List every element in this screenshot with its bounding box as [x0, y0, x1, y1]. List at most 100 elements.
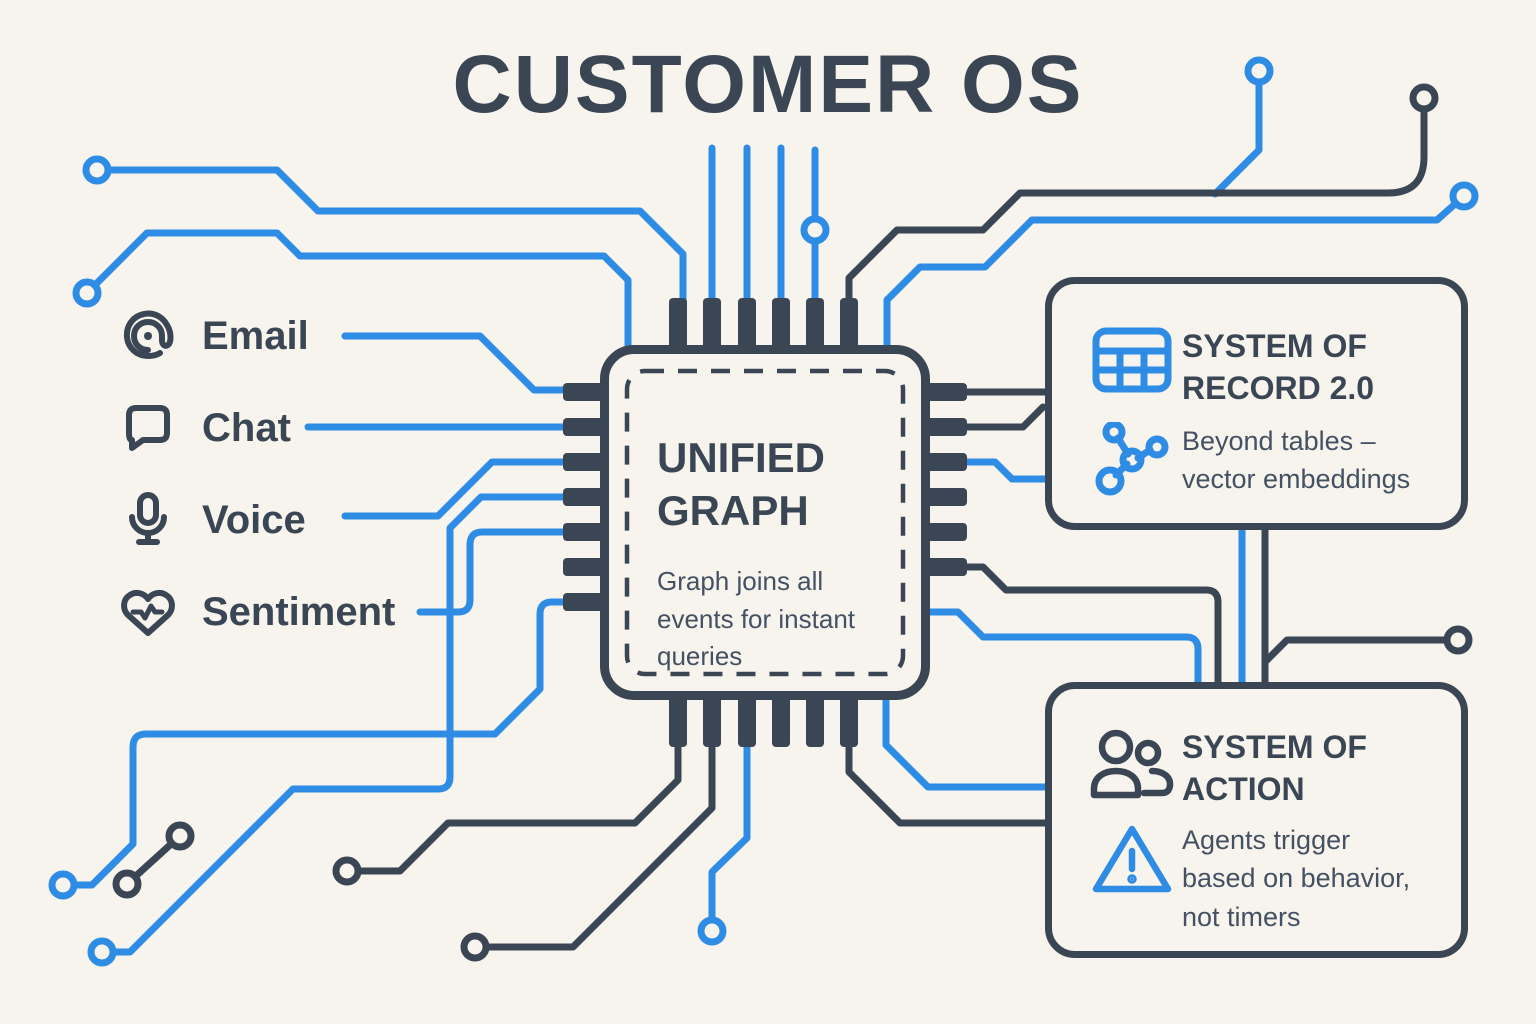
pin-top	[703, 298, 721, 349]
trace-chip-bottom-blue	[708, 741, 751, 923]
action-box-description: Agents trigger based on behavior, not ti…	[1182, 821, 1410, 936]
node-blue	[697, 916, 727, 946]
pin-bottom	[840, 696, 858, 747]
channel-sentiment: Sentiment	[112, 576, 395, 648]
system-of-action-box: SYSTEM OF ACTION Agents trigger based on…	[1045, 682, 1468, 958]
warning-triangle-icon	[1082, 821, 1182, 897]
chip-dashed-border	[624, 368, 906, 677]
chip-title: UNIFIED GRAPH	[657, 432, 887, 537]
pin-right	[926, 383, 967, 401]
node-blue	[87, 937, 117, 967]
unified-graph-chip: UNIFIED GRAPH Graph joins all events for…	[600, 345, 930, 700]
trace-voice	[341, 458, 569, 520]
action-title-line2: ACTION	[1182, 770, 1305, 807]
channel-label: Voice	[202, 497, 306, 542]
pin-top	[840, 298, 858, 349]
trace-sentiment	[416, 528, 569, 616]
node-dark	[1443, 625, 1473, 655]
circuit-nodes	[48, 56, 1479, 967]
pin-left	[563, 488, 604, 506]
action-title-line1: SYSTEM OF	[1182, 729, 1367, 765]
channel-label: Chat	[202, 405, 291, 450]
pin-bottom	[806, 696, 824, 747]
pin-left	[563, 453, 604, 471]
system-of-record-box: SYSTEM OF RECORD 2.0 Beyond tables – vec…	[1045, 277, 1468, 530]
node-dark	[112, 869, 142, 899]
trace-chip-to-action-left	[882, 696, 1049, 791]
at-icon	[112, 300, 184, 372]
trace-top-node-stub	[1211, 81, 1263, 198]
trace-action-node-branch	[1261, 636, 1450, 666]
chat-bubble-icon	[112, 392, 184, 464]
node-dark	[165, 821, 195, 851]
table-icon	[1082, 326, 1182, 394]
trace-chip-bottom-3	[845, 741, 1049, 827]
pin-left	[563, 383, 604, 401]
node-dark	[460, 932, 490, 962]
channel-chat: Chat	[112, 392, 291, 464]
node-dark	[332, 856, 362, 886]
microphone-icon	[112, 484, 184, 556]
node-blue	[82, 155, 112, 185]
pin-bottom	[738, 696, 756, 747]
chip-pins	[563, 298, 967, 747]
record-desc-line2: vector embeddings	[1182, 464, 1411, 495]
record-title-line1: SYSTEM OF	[1182, 328, 1367, 364]
channel-email: Email	[112, 300, 309, 372]
node-blue	[1244, 56, 1274, 86]
trace-chip-to-action-top	[926, 608, 1202, 686]
record-desc-line1: Beyond tables –	[1182, 426, 1376, 456]
node-blue	[72, 278, 102, 308]
chip-title-line1: UNIFIED	[657, 434, 825, 481]
page-title: CUSTOMER OS	[452, 39, 1084, 130]
pin-right	[926, 558, 967, 576]
record-box-description: Beyond tables – vector embeddings	[1182, 422, 1410, 499]
heart-pulse-icon	[112, 576, 184, 648]
action-box-title: SYSTEM OF ACTION	[1182, 727, 1367, 810]
trace-topleft-a	[107, 166, 687, 304]
pin-right	[926, 453, 967, 471]
pin-bottom	[772, 696, 790, 747]
pin-left	[563, 523, 604, 541]
trace-bottomleft-d	[98, 493, 569, 956]
action-desc-line1: Agents trigger	[1182, 825, 1351, 855]
pin-right	[926, 418, 967, 436]
node-blue	[48, 870, 78, 900]
record-box-title: SYSTEM OF RECORD 2.0	[1182, 326, 1374, 409]
channel-label: Email	[202, 313, 309, 358]
blue-traces	[59, 81, 1468, 956]
pin-top	[806, 298, 824, 349]
chip-title-line2: GRAPH	[657, 486, 809, 534]
channel-label: Sentiment	[202, 589, 396, 634]
trace-chip-bottom-1	[357, 741, 682, 875]
trace-bottomleft-c	[59, 598, 569, 889]
trace-chip-top-right-dark	[845, 108, 1428, 304]
record-title-line2: RECORD 2.0	[1182, 369, 1375, 406]
node-blue	[800, 215, 830, 245]
pin-left	[563, 558, 604, 576]
pin-top	[669, 298, 687, 349]
people-icon	[1082, 727, 1182, 805]
chip-description: Graph joins all events for instant queri…	[657, 566, 855, 672]
pin-right	[926, 488, 967, 506]
trace-email	[341, 332, 569, 394]
trace-topleft-b	[83, 229, 632, 349]
trace-chip-top-right-blue	[883, 192, 1468, 349]
pin-top	[772, 298, 790, 349]
pin-right	[926, 523, 967, 541]
action-desc-line3: not timers	[1182, 901, 1301, 932]
pin-bottom	[703, 696, 721, 747]
graph-nodes-icon	[1082, 422, 1182, 496]
node-blue	[1449, 181, 1479, 211]
channel-voice: Voice	[112, 484, 306, 556]
pin-bottom	[669, 696, 687, 747]
pin-left	[563, 418, 604, 436]
pin-top	[738, 298, 756, 349]
trace-chip-to-record-2	[958, 403, 1047, 431]
trace-chip-bottom-2	[485, 741, 716, 951]
trace-chip-to-action-dark	[958, 563, 1222, 686]
pin-left	[563, 593, 604, 611]
trace-chip-to-record-blue	[958, 458, 1049, 483]
